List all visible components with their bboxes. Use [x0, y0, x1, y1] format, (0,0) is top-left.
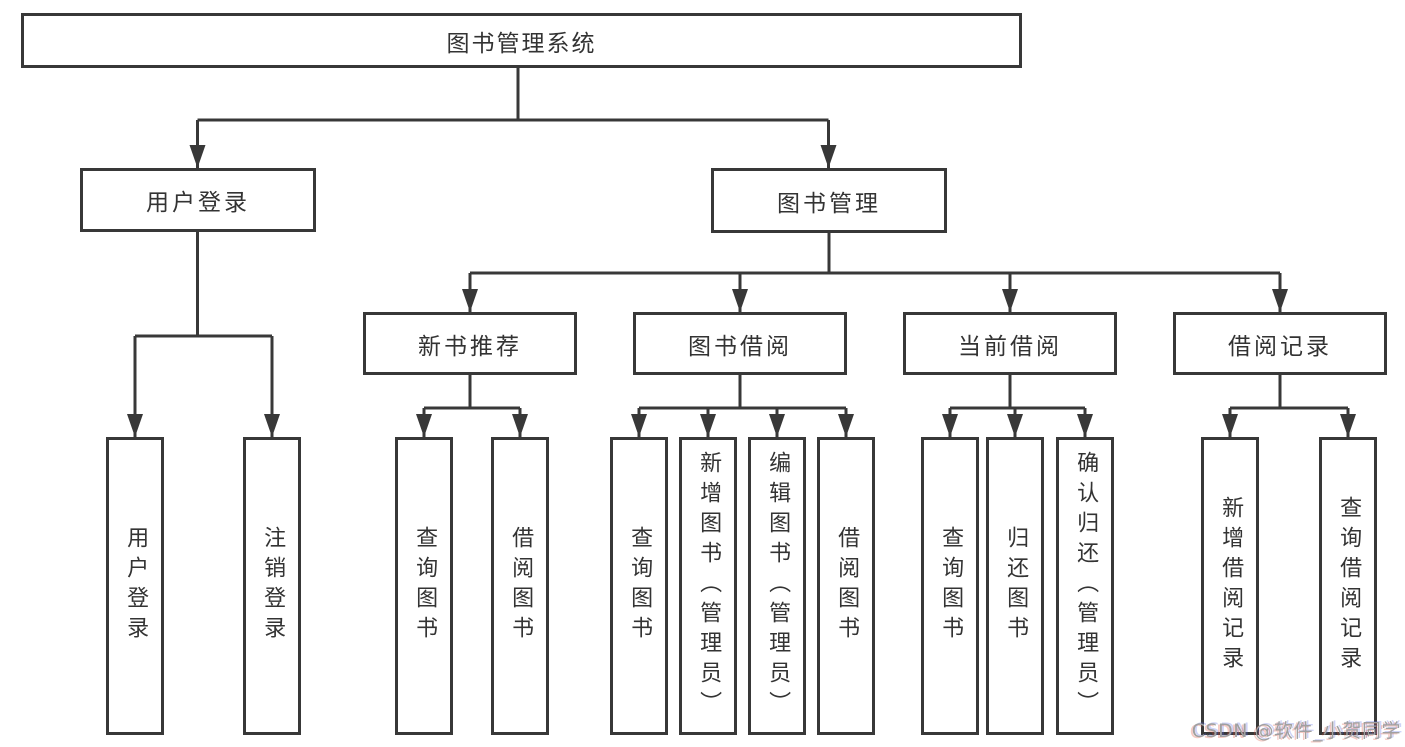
leaf-confirm-return-admin: 确认归还（管理员）: [1056, 437, 1114, 735]
leaf-query-books-current-label: 查询图书: [938, 526, 964, 646]
leaf-logout: 注销登录: [243, 437, 301, 735]
leaf-borrow-books-recommend: 借阅图书: [491, 437, 549, 735]
leaf-query-borrow-record: 查询借阅记录: [1319, 437, 1377, 735]
node-new-book-recommendation: 新书推荐: [363, 312, 577, 375]
leaf-user-login: 用户登录: [106, 437, 164, 735]
leaf-edit-book-admin: 编辑图书（管理员）: [748, 437, 806, 735]
leaf-user-login-label: 用户登录: [123, 526, 149, 646]
leaf-query-books-recommend-label: 查询图书: [412, 526, 438, 646]
node-book-management: 图书管理: [711, 168, 947, 233]
leaf-logout-label: 注销登录: [260, 526, 286, 646]
leaf-query-books-borrowing-label: 查询图书: [627, 526, 653, 646]
node-current-borrowing: 当前借阅: [903, 312, 1117, 375]
leaf-add-book-admin: 新增图书（管理员）: [679, 437, 737, 735]
leaf-borrow-books-recommend-label: 借阅图书: [508, 526, 534, 646]
leaf-borrow-books-borrowing-label: 借阅图书: [834, 526, 860, 646]
node-user-login: 用户登录: [80, 168, 316, 232]
leaf-confirm-return-admin-label: 确认归还（管理员）: [1073, 451, 1099, 721]
leaf-add-borrow-record-label: 新增借阅记录: [1218, 496, 1244, 676]
node-book-borrowing: 图书借阅: [633, 312, 847, 375]
leaf-return-book: 归还图书: [986, 437, 1044, 735]
leaf-return-book-label: 归还图书: [1003, 526, 1029, 646]
leaf-borrow-books-borrowing: 借阅图书: [817, 437, 875, 735]
leaf-add-book-admin-label: 新增图书（管理员）: [696, 451, 722, 721]
leaf-query-borrow-record-label: 查询借阅记录: [1336, 496, 1362, 676]
leaf-query-books-borrowing: 查询图书: [610, 437, 668, 735]
leaf-add-borrow-record: 新增借阅记录: [1201, 437, 1259, 735]
leaf-query-books-current: 查询图书: [921, 437, 979, 735]
leaf-query-books-recommend: 查询图书: [395, 437, 453, 735]
node-borrowing-records: 借阅记录: [1173, 312, 1387, 375]
leaf-edit-book-admin-label: 编辑图书（管理员）: [765, 451, 791, 721]
csdn-watermark: CSDN @软件_小贺同学: [1191, 720, 1401, 742]
node-library-management-system: 图书管理系统: [21, 13, 1022, 68]
arrowheads: [127, 145, 1356, 437]
